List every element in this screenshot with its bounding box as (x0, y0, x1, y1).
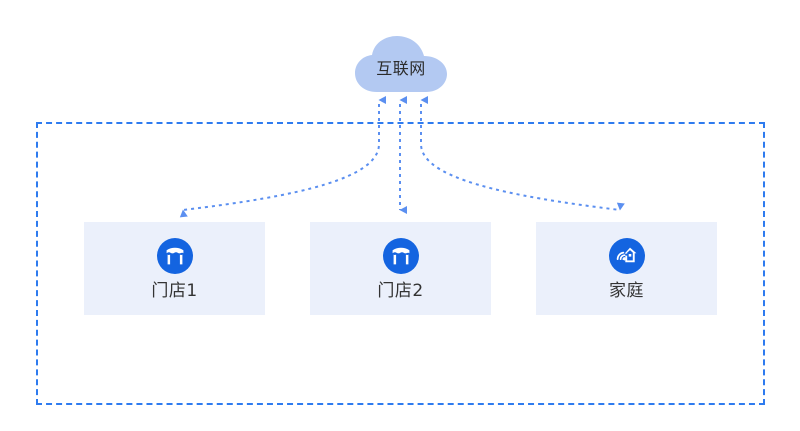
internet-cloud: 互联网 (352, 34, 450, 94)
storefront-icon (156, 237, 193, 274)
cloud-icon (355, 36, 447, 92)
node-store-2[interactable]: 门店2 (310, 222, 491, 315)
node-label-home: 家庭 (609, 280, 644, 301)
node-label-store-2: 门店2 (377, 280, 424, 301)
internet-cloud-label: 互联网 (376, 59, 426, 78)
node-home[interactable]: 家庭 (536, 222, 717, 315)
storefront-icon (382, 237, 419, 274)
node-label-store-1: 门店1 (151, 280, 198, 301)
smart-home-wifi-icon (608, 237, 645, 274)
node-store-1[interactable]: 门店1 (84, 222, 265, 315)
